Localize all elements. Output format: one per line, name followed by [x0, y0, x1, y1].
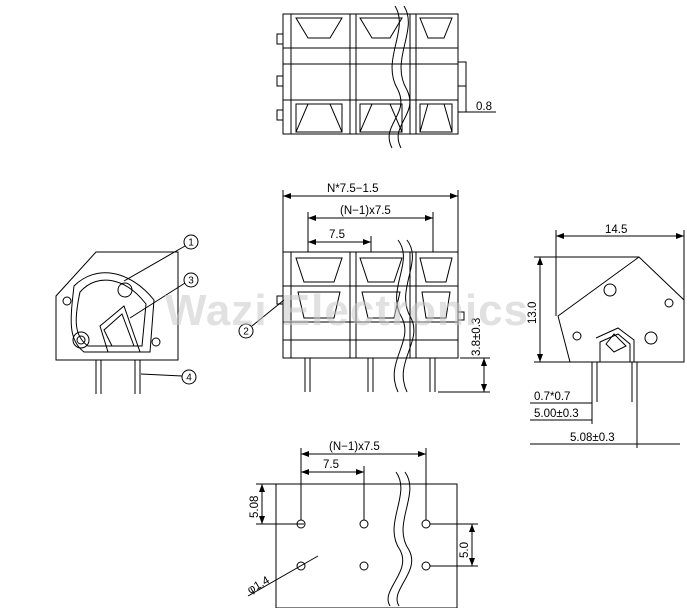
- callout-1: [183, 234, 199, 250]
- dim-pin-offset: 5.00±0.3: [534, 408, 579, 420]
- dim-row-spacing: 5.0: [459, 542, 471, 558]
- callout-2: [238, 323, 254, 339]
- pcb-hole: [421, 561, 431, 571]
- callout-4: [181, 369, 197, 385]
- dim-plate-thickness: 0.8: [476, 101, 492, 113]
- dim-height: 13.0: [527, 302, 539, 324]
- dim-pcb-pitch: 7.5: [323, 459, 339, 471]
- callout-1-label: 1: [188, 238, 194, 249]
- pcb-hole: [359, 561, 369, 571]
- dim-pin-height: 3.8±0.3: [471, 318, 483, 356]
- dim-pin-spacing: 5.08±0.3: [570, 432, 615, 444]
- pcb-hole: [421, 519, 431, 529]
- dim-edge-offset: 5.08: [249, 496, 261, 518]
- cross-section-view: [55, 245, 186, 394]
- dim-pitch-n1: (N−1)x7.5: [340, 205, 391, 217]
- callout-3-label: 3: [188, 276, 194, 287]
- callout-3: [183, 272, 199, 288]
- front-view: [276, 190, 490, 393]
- pcb-hole: [296, 519, 306, 529]
- callout-4-label: 4: [186, 373, 192, 384]
- pcb-layout-view: [247, 448, 478, 608]
- dim-hole-diameter: φ1.4: [246, 574, 273, 596]
- dim-total-width: N*7.5−1.5: [327, 183, 378, 195]
- pcb-hole: [296, 561, 306, 571]
- dim-pcb-pitch-n1: (N−1)x7.5: [329, 441, 380, 453]
- watermark-text: Wazi Electronics: [165, 286, 529, 335]
- dim-depth: 14.5: [605, 224, 627, 236]
- dim-pin-section: 0.7*0.7: [534, 391, 570, 403]
- side-view: [530, 230, 685, 448]
- top-view: [276, 13, 496, 135]
- callout-2-label: 2: [243, 327, 249, 338]
- dim-pitch: 7.5: [329, 229, 345, 241]
- pcb-hole: [359, 519, 369, 529]
